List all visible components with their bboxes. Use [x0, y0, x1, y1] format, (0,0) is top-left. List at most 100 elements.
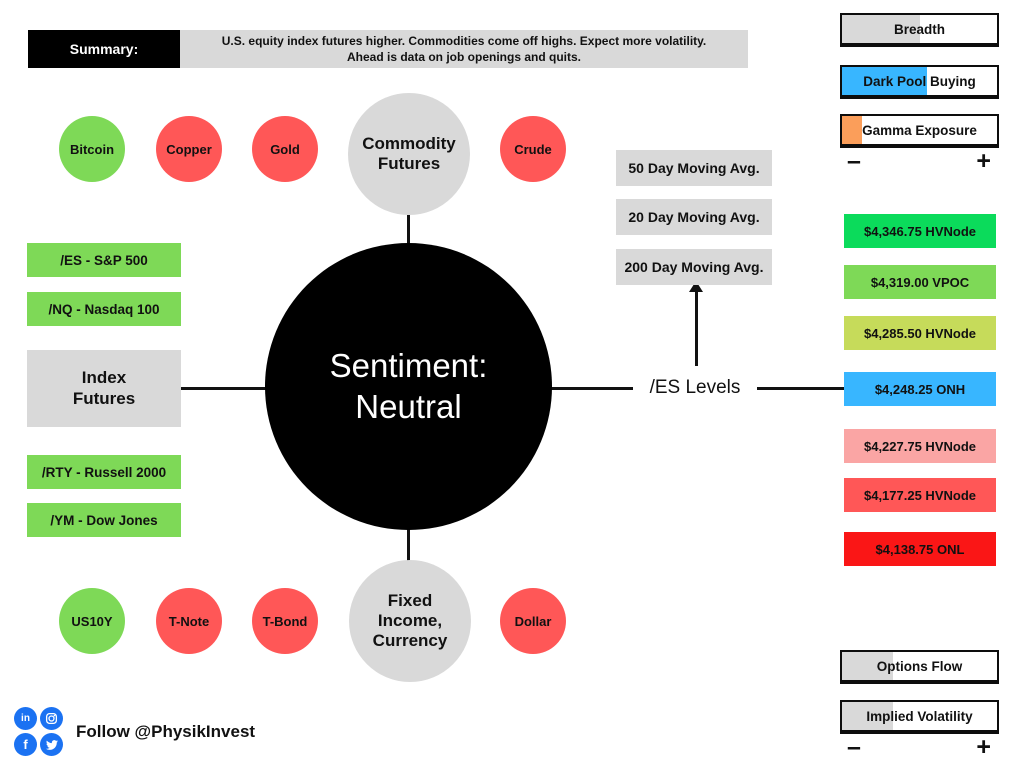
- plus-sign: +: [976, 146, 991, 175]
- node-copper: Copper: [156, 116, 222, 182]
- level-4285-label: $4,285.50 HVNode: [863, 325, 976, 341]
- linkedin-icon[interactable]: in: [14, 707, 37, 730]
- level-4138-onl: $4,138.75 ONL: [844, 532, 996, 566]
- level-4248-onh: $4,248.25 ONH: [844, 372, 996, 406]
- level-4177-hvnode: $4,177.25 HVNode: [844, 478, 996, 512]
- gauge-dark-pool-buying: Dark Pool Buying: [840, 65, 999, 99]
- box-50-day-ma: 50 Day Moving Avg.: [616, 150, 772, 186]
- box-rty-russell: /RTY - Russell 2000: [27, 455, 181, 489]
- instagram-icon[interactable]: [40, 707, 63, 730]
- node-tnote-label: T-Note: [168, 613, 210, 629]
- box-ym-dow-label: /YM - Dow Jones: [50, 512, 158, 528]
- box-200-day-ma-label: 200 Day Moving Avg.: [624, 259, 764, 275]
- box-nq-nasdaq: /NQ - Nasdaq 100: [27, 292, 181, 326]
- instagram-glyph: [45, 712, 58, 725]
- gauge-gamma-exposure: Gamma Exposure: [840, 114, 999, 148]
- node-tbond: T-Bond: [252, 588, 318, 654]
- node-tnote: T-Note: [156, 588, 222, 654]
- box-es-sp500: /ES - S&P 500: [27, 243, 181, 277]
- arrow-up-line: [695, 290, 698, 366]
- hub-commodity-futures: Commodity Futures: [348, 93, 470, 215]
- node-tbond-label: T-Bond: [262, 613, 308, 629]
- gauge-scale-bottom: – +: [847, 732, 991, 761]
- node-us10y: US10Y: [59, 588, 125, 654]
- node-bitcoin-label: Bitcoin: [69, 141, 115, 157]
- facebook-icon[interactable]: f: [14, 733, 37, 756]
- hub-commodity-line-2: Futures: [377, 154, 441, 173]
- arrow-up-icon: [689, 281, 703, 292]
- minus-sign: –: [847, 146, 861, 175]
- node-gold: Gold: [252, 116, 318, 182]
- gauge-options-flow-label: Options Flow: [876, 658, 963, 674]
- box-es-sp500-label: /ES - S&P 500: [60, 252, 148, 268]
- level-4346-hvnode: $4,346.75 HVNode: [844, 214, 996, 248]
- node-copper-label: Copper: [166, 141, 212, 157]
- connector-right-line-1: [550, 387, 633, 390]
- level-4177-label: $4,177.25 HVNode: [863, 487, 976, 503]
- summary-text: U.S. equity index futures higher. Commod…: [180, 30, 748, 68]
- connector-right-line-2: [757, 387, 844, 390]
- hub-fixed-line-3: Currency: [372, 631, 448, 651]
- node-gold-label: Gold: [270, 141, 300, 157]
- node-us10y-label: US10Y: [71, 613, 113, 629]
- box-50-day-ma-label: 50 Day Moving Avg.: [628, 160, 760, 176]
- sentiment-line-1: Sentiment:: [329, 347, 488, 385]
- hub-commodity-line-1: Commodity: [362, 133, 456, 153]
- follow-handle-text: Follow @PhysikInvest: [76, 722, 256, 741]
- hub-index-line-1: Index: [81, 368, 127, 388]
- hub-fixed-income-currency: Fixed Income, Currency: [349, 560, 471, 682]
- level-4248-label: $4,248.25 ONH: [874, 381, 966, 397]
- level-4319-vpoc: $4,319.00 VPOC: [844, 265, 996, 299]
- hub-index-futures: Index Futures: [27, 350, 181, 427]
- plus-sign: +: [976, 732, 991, 761]
- node-crude-label: Crude: [514, 141, 552, 157]
- node-dollar-label: Dollar: [514, 613, 552, 629]
- node-bitcoin: Bitcoin: [59, 116, 125, 182]
- gauge-scale-top: – +: [847, 146, 991, 175]
- connector-top-line: [407, 215, 410, 245]
- social-links: in f: [14, 707, 63, 756]
- hub-index-line-2: Futures: [72, 388, 136, 408]
- linkedin-glyph: in: [21, 713, 30, 724]
- box-20-day-ma-label: 20 Day Moving Avg.: [628, 209, 760, 225]
- level-4285-hvnode: $4,285.50 HVNode: [844, 316, 996, 350]
- connector-bottom-line: [407, 528, 410, 562]
- minus-sign: –: [847, 732, 861, 761]
- level-4227-label: $4,227.75 HVNode: [863, 438, 976, 454]
- gauge-implied-volatility: Implied Volatility: [840, 700, 999, 734]
- twitter-icon[interactable]: [40, 733, 63, 756]
- box-200-day-ma: 200 Day Moving Avg.: [616, 249, 772, 285]
- gauge-options-flow: Options Flow: [840, 650, 999, 684]
- gauge-implied-vol-label: Implied Volatility: [866, 708, 973, 724]
- facebook-glyph: f: [23, 737, 28, 752]
- gauge-options-flow-fill: [842, 652, 894, 680]
- node-crude: Crude: [500, 116, 566, 182]
- summary-label: Summary:: [28, 30, 180, 68]
- twitter-glyph: [45, 739, 58, 750]
- box-nq-nasdaq-label: /NQ - Nasdaq 100: [48, 301, 160, 317]
- box-ym-dow: /YM - Dow Jones: [27, 503, 181, 537]
- summary-line-1: U.S. equity index futures higher. Commod…: [221, 33, 707, 48]
- sentiment-circle: Sentiment: Neutral: [265, 243, 552, 530]
- connector-left-line: [181, 387, 267, 390]
- level-4227-hvnode: $4,227.75 HVNode: [844, 429, 996, 463]
- gauge-dark-pool-label: Dark Pool Buying: [863, 73, 976, 89]
- gauge-gamma-label: Gamma Exposure: [862, 122, 977, 138]
- es-levels-label: /ES Levels: [649, 377, 741, 398]
- level-4319-label: $4,319.00 VPOC: [870, 274, 970, 290]
- box-20-day-ma: 20 Day Moving Avg.: [616, 199, 772, 235]
- hub-fixed-line-2: Income,: [377, 610, 443, 630]
- hub-fixed-line-1: Fixed: [387, 590, 433, 610]
- gauge-implied-vol-fill: [842, 702, 894, 730]
- gauge-breadth-label: Breadth: [893, 21, 945, 37]
- sentiment-line-2: Neutral: [355, 387, 462, 425]
- node-dollar: Dollar: [500, 588, 566, 654]
- summary-line-2: Ahead is data on job openings and quits.: [346, 50, 581, 64]
- gauge-dark-pool-fill: [842, 67, 928, 95]
- level-4346-label: $4,346.75 HVNode: [863, 223, 976, 239]
- gauge-breadth: Breadth: [840, 13, 999, 47]
- box-rty-russell-label: /RTY - Russell 2000: [41, 464, 167, 480]
- gauge-gamma-fill: [842, 116, 863, 144]
- gauge-breadth-fill: [842, 15, 920, 43]
